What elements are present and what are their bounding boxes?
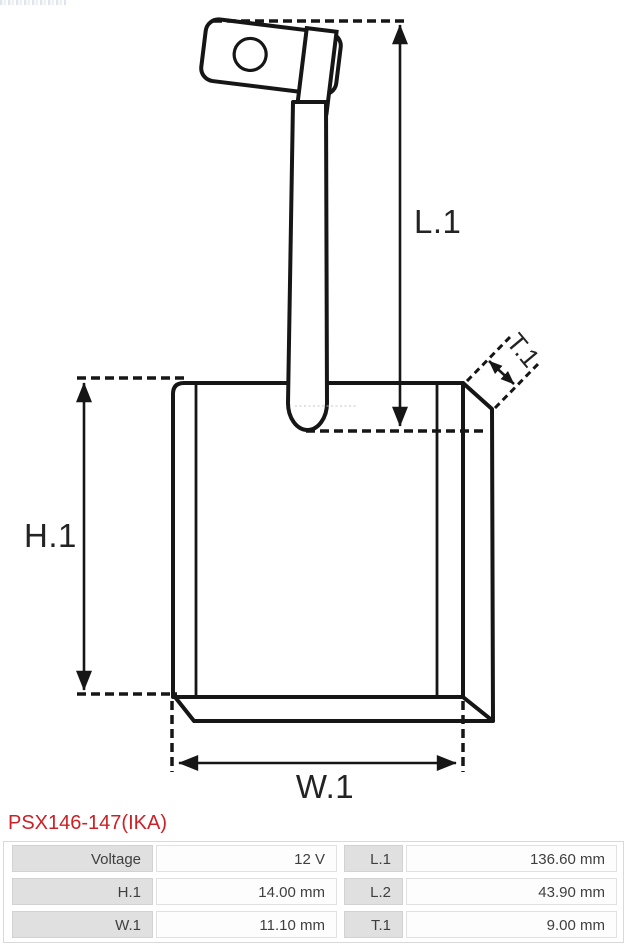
spec-value-cell: 14.00 mm [156, 878, 337, 905]
terminal-eyelet [199, 17, 343, 116]
dimension-w1-label: W.1 [296, 768, 354, 805]
lead-wire [286, 100, 329, 432]
dimension-w1: W.1 [170, 701, 465, 805]
dimension-l1-label: L.1 [414, 203, 461, 240]
spec-table: Voltage 12 V L.1 136.60 mm H.1 14.00 mm … [3, 841, 624, 943]
spec-value-cell: 12 V [156, 845, 337, 872]
dimension-t1-label: T.1 [501, 327, 546, 373]
spec-label-cell: W.1 [12, 911, 153, 938]
spec-value-cell: 43.90 mm [406, 878, 617, 905]
dimension-h1-label: H.1 [24, 517, 77, 554]
dimension-l1: L.1 [213, 19, 487, 433]
dimension-h1: H.1 [24, 376, 186, 696]
spec-label-cell: Voltage [12, 845, 153, 872]
spec-value-cell: 9.00 mm [406, 911, 617, 938]
brush-body [171, 381, 495, 723]
terminal-hole [232, 36, 268, 73]
spec-value-cell: 136.60 mm [406, 845, 617, 872]
page-edge-artifact [0, 0, 66, 5]
spec-value-cell: 11.10 mm [156, 911, 337, 938]
spec-label-cell: T.1 [344, 911, 403, 938]
product-code-link[interactable]: PSX146-147(IKA) [8, 812, 167, 834]
spec-label-cell: L.1 [344, 845, 403, 872]
brush-technical-diagram: L.1 H.1 W.1 T.1 [24, 17, 546, 805]
spec-label-cell: L.2 [344, 878, 403, 905]
spec-label-cell: H.1 [12, 878, 153, 905]
